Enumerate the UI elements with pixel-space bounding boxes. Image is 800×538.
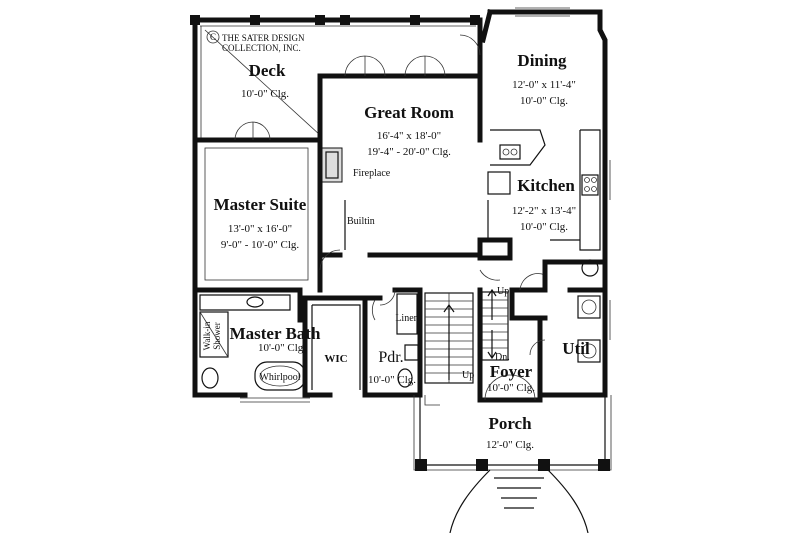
kitchen-sink bbox=[499, 144, 521, 160]
stair-up-label: Up bbox=[462, 370, 474, 381]
walk-in-shower bbox=[199, 311, 229, 358]
master-suite-walls bbox=[192, 137, 323, 293]
powder-room-walls bbox=[362, 287, 423, 398]
builtin-label: Builtin bbox=[347, 216, 375, 227]
great-room-ceiling: 19'-4" - 20'-0" Clg. bbox=[367, 146, 451, 158]
dining-label: Dining bbox=[517, 51, 567, 70]
utility-room bbox=[542, 259, 608, 363]
porch bbox=[413, 395, 612, 534]
master-suite-size: 13'-0" x 16'-0" bbox=[228, 223, 292, 235]
porch-steps bbox=[449, 469, 589, 534]
dining-walls bbox=[477, 8, 608, 143]
kitchen-size: 12'-2" x 13'-4" bbox=[512, 205, 576, 217]
dining-ceiling: 10'-0" Clg. bbox=[520, 95, 568, 107]
deck-railing bbox=[200, 25, 476, 138]
deck-ceiling: 10'-0" Clg. bbox=[241, 88, 289, 100]
washer bbox=[577, 295, 601, 319]
foyer-label: Foyer bbox=[490, 362, 533, 381]
porch-ceiling: 12'-0" Clg. bbox=[486, 439, 534, 451]
stair-up-right-label: Up bbox=[497, 286, 509, 297]
wic-label: WIC bbox=[324, 353, 347, 365]
fireplace-box bbox=[321, 147, 343, 183]
main-stair bbox=[424, 292, 474, 384]
deck-outline bbox=[192, 17, 483, 143]
linen-closet bbox=[396, 293, 418, 335]
master-bath-ceiling: 10'-0" Clg. bbox=[258, 342, 306, 354]
bath-toilet bbox=[201, 367, 219, 389]
master-suite-ceiling: 9'-0" - 10'-0" Clg. bbox=[221, 239, 300, 251]
copyright-line-2: COLLECTION, INC. bbox=[222, 43, 301, 53]
deck-label: Deck bbox=[249, 61, 286, 80]
copyright-line-1: THE SATER DESIGN bbox=[222, 33, 305, 43]
great-room-label: Great Room bbox=[364, 103, 454, 122]
foyer-ceiling: 10'-0" Clg. bbox=[487, 382, 535, 394]
kitchen-label: Kitchen bbox=[517, 176, 575, 195]
island bbox=[487, 171, 511, 195]
dining-size: 12'-0" x 11'-4" bbox=[512, 79, 576, 91]
util-label: Util bbox=[562, 339, 590, 358]
linen-label: Linen bbox=[395, 313, 418, 324]
whirlpool-label: Whirlpool bbox=[259, 372, 300, 383]
copyright-circle bbox=[206, 30, 220, 44]
porch-label: Porch bbox=[488, 414, 532, 433]
foyer-walls bbox=[477, 287, 543, 403]
pdr-label: Pdr. bbox=[378, 349, 403, 366]
great-room-size: 16'-4" x 18'-0" bbox=[377, 130, 441, 142]
powder-toilet bbox=[397, 368, 413, 388]
water-heater bbox=[581, 259, 599, 277]
kitchen-counter bbox=[490, 129, 601, 251]
pdr-ceiling: 10'-0" Clg. bbox=[368, 374, 416, 386]
shower-label: Shower bbox=[212, 322, 222, 350]
kitchen-walls bbox=[537, 127, 608, 398]
vanity-counter bbox=[199, 294, 291, 311]
dryer bbox=[577, 339, 601, 363]
copyright-symbol: C bbox=[210, 32, 216, 42]
cooktop bbox=[581, 174, 599, 196]
master-bath-walls bbox=[192, 287, 333, 398]
master-suite-inner bbox=[204, 147, 309, 281]
master-bath-label: Master Bath bbox=[230, 324, 321, 343]
fireplace-label: Fireplace bbox=[353, 168, 391, 179]
stair-down-label: Dn. bbox=[495, 352, 510, 363]
kitchen-ceiling: 10'-0" Clg. bbox=[520, 221, 568, 233]
secondary-stair bbox=[481, 288, 509, 361]
wic-walls bbox=[302, 295, 368, 398]
great-room-walls bbox=[317, 73, 483, 258]
walk-in-label: Walk-in bbox=[202, 321, 212, 350]
vanity-sink bbox=[246, 296, 264, 308]
master-suite-label: Master Suite bbox=[214, 195, 307, 214]
